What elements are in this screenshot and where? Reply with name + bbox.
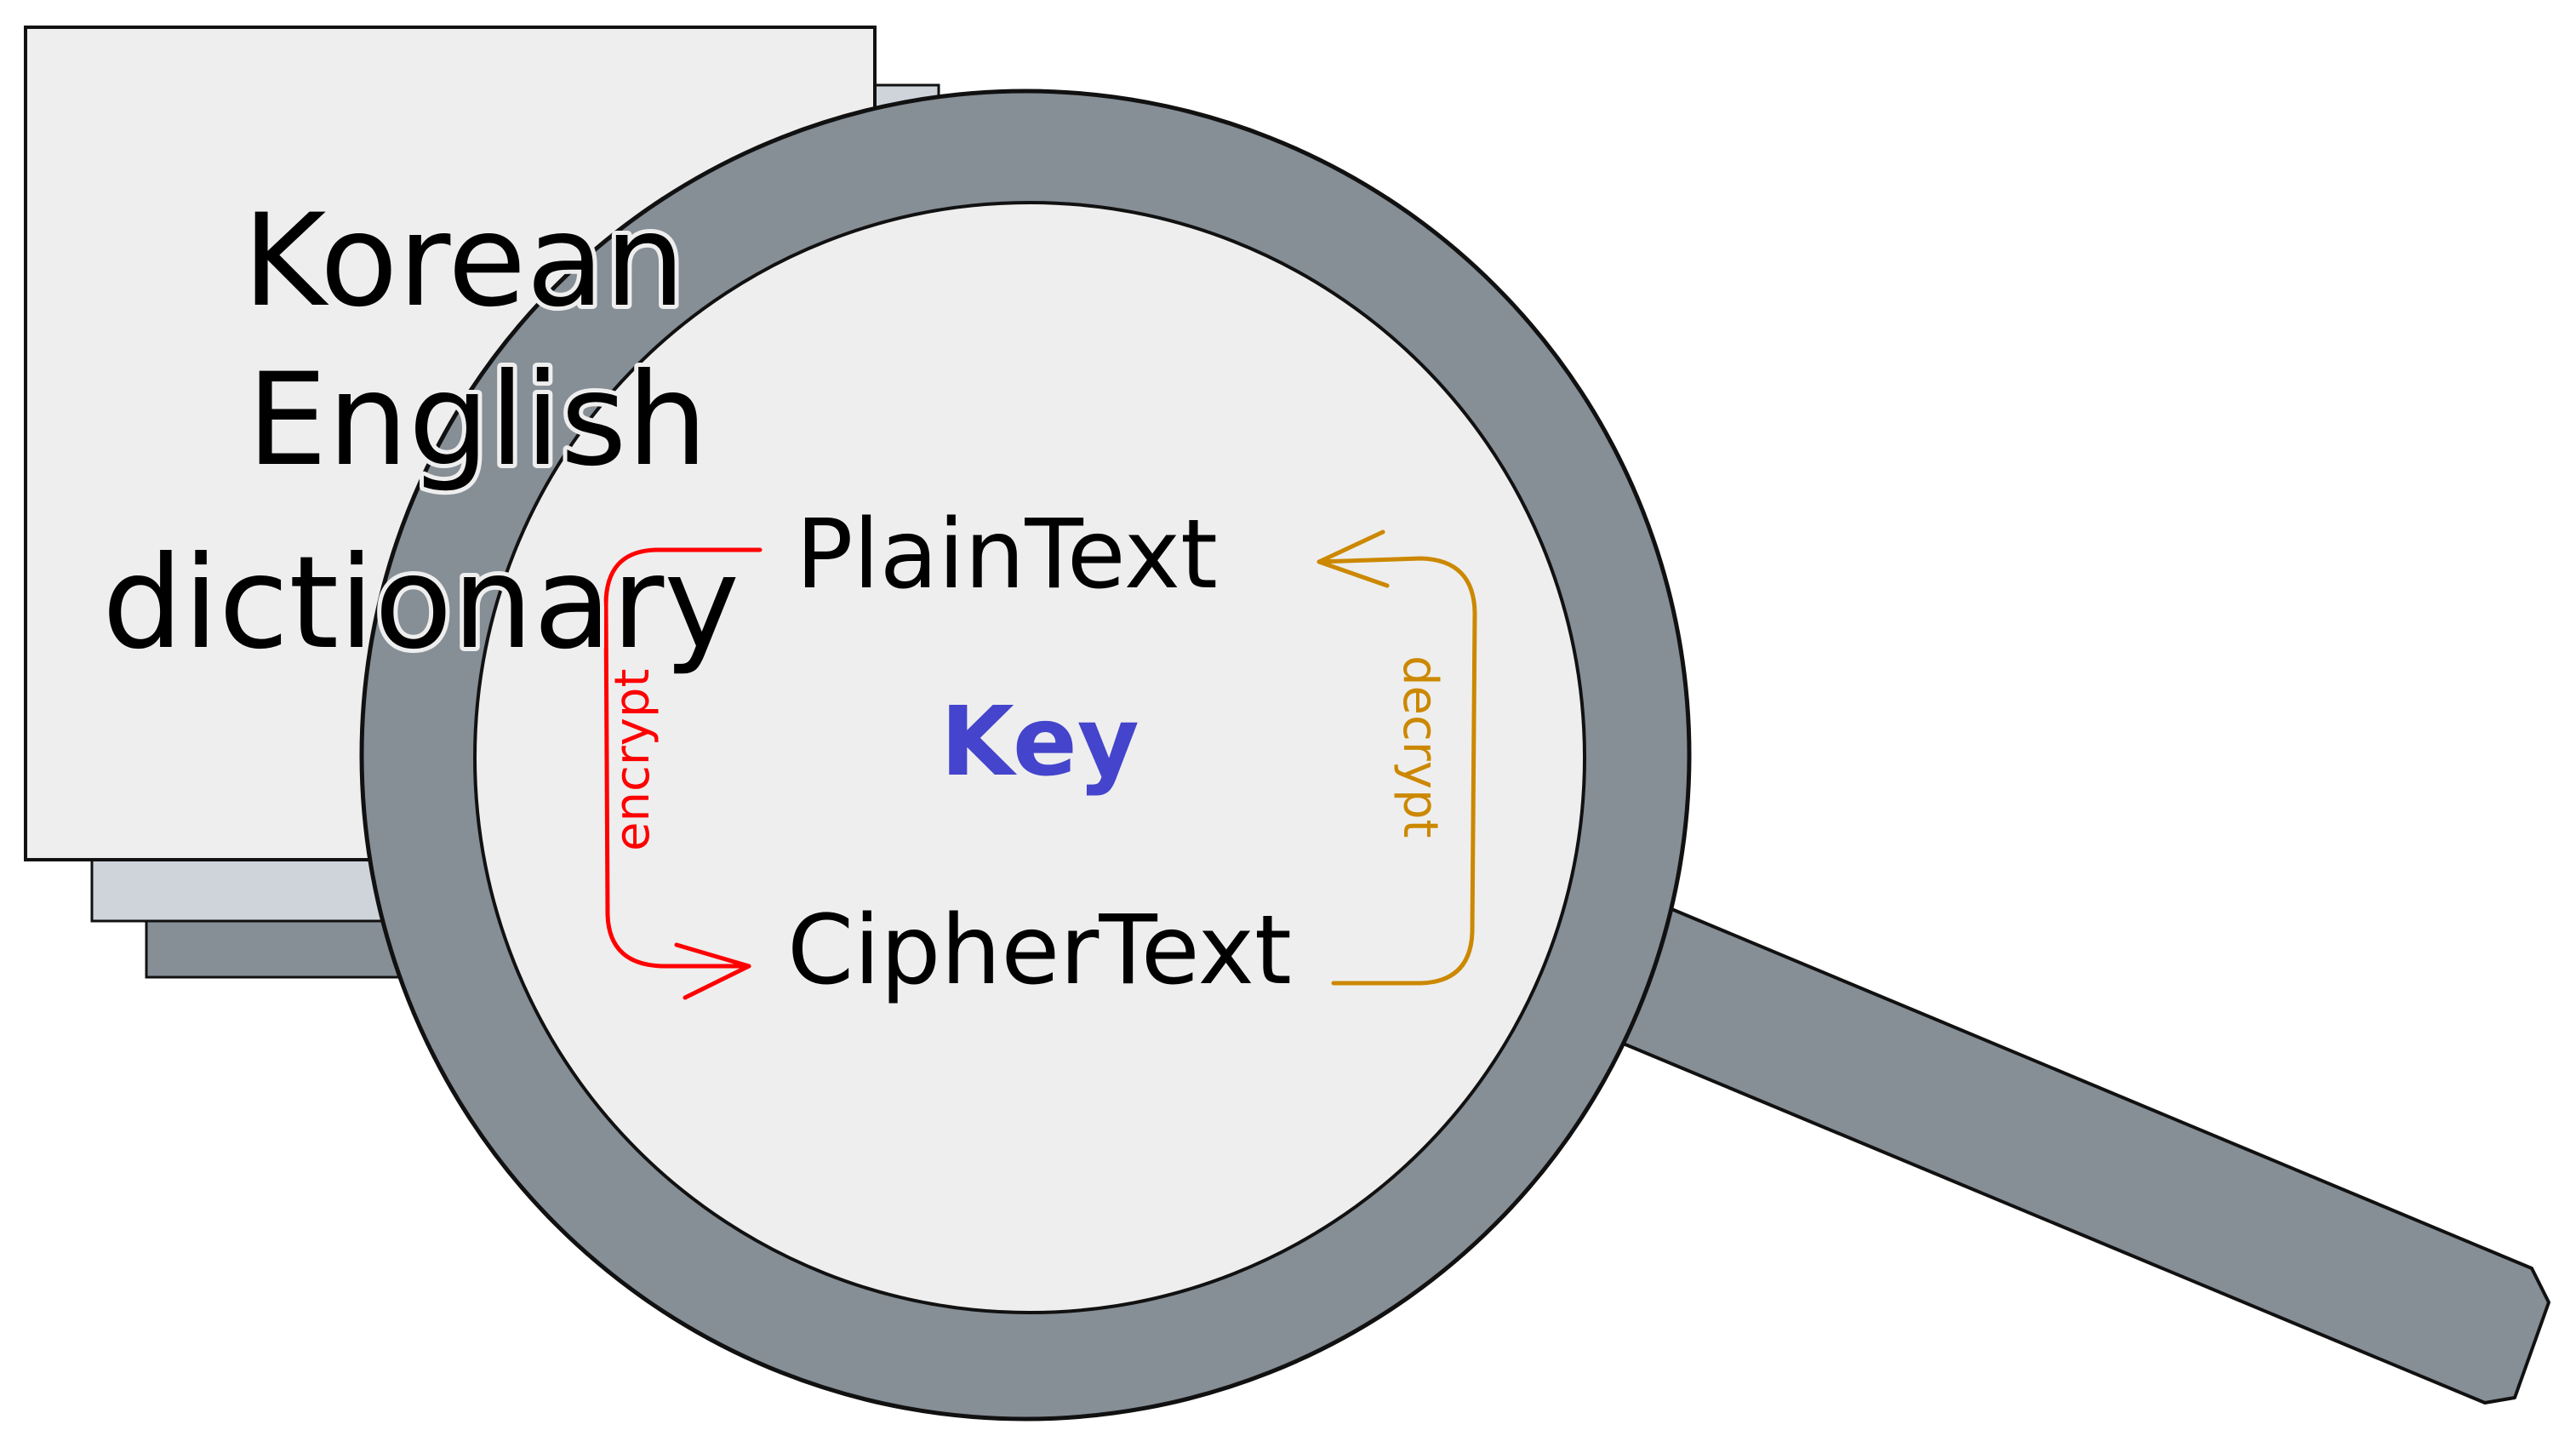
- encrypt-label: encrypt: [605, 669, 660, 851]
- cipher-diagram: PlainText CipherText Key encrypt decrypt: [603, 500, 1477, 1006]
- magnifier-handle: [1619, 902, 2550, 1405]
- decrypt-label: decrypt: [1392, 655, 1448, 838]
- decrypt-arrow: [1317, 556, 1477, 986]
- book-title-line-3: dictionary: [102, 529, 740, 678]
- book-title-line-2: English: [247, 346, 708, 495]
- encrypt-arrow: [603, 547, 763, 969]
- magnifying-glass: [359, 89, 2550, 1422]
- ciphertext-label: CipherText: [787, 895, 1292, 1006]
- key-label: Key: [940, 687, 1139, 798]
- magnifier-lens: [473, 201, 1586, 1314]
- plaintext-label: PlainText: [796, 500, 1218, 610]
- book-title: Korean English dictionary: [98, 183, 744, 682]
- decrypt-arrowhead-icon: [1317, 529, 1390, 588]
- book-title-line-1: Korean: [243, 187, 685, 335]
- encrypt-arrowhead-icon: [674, 942, 751, 1000]
